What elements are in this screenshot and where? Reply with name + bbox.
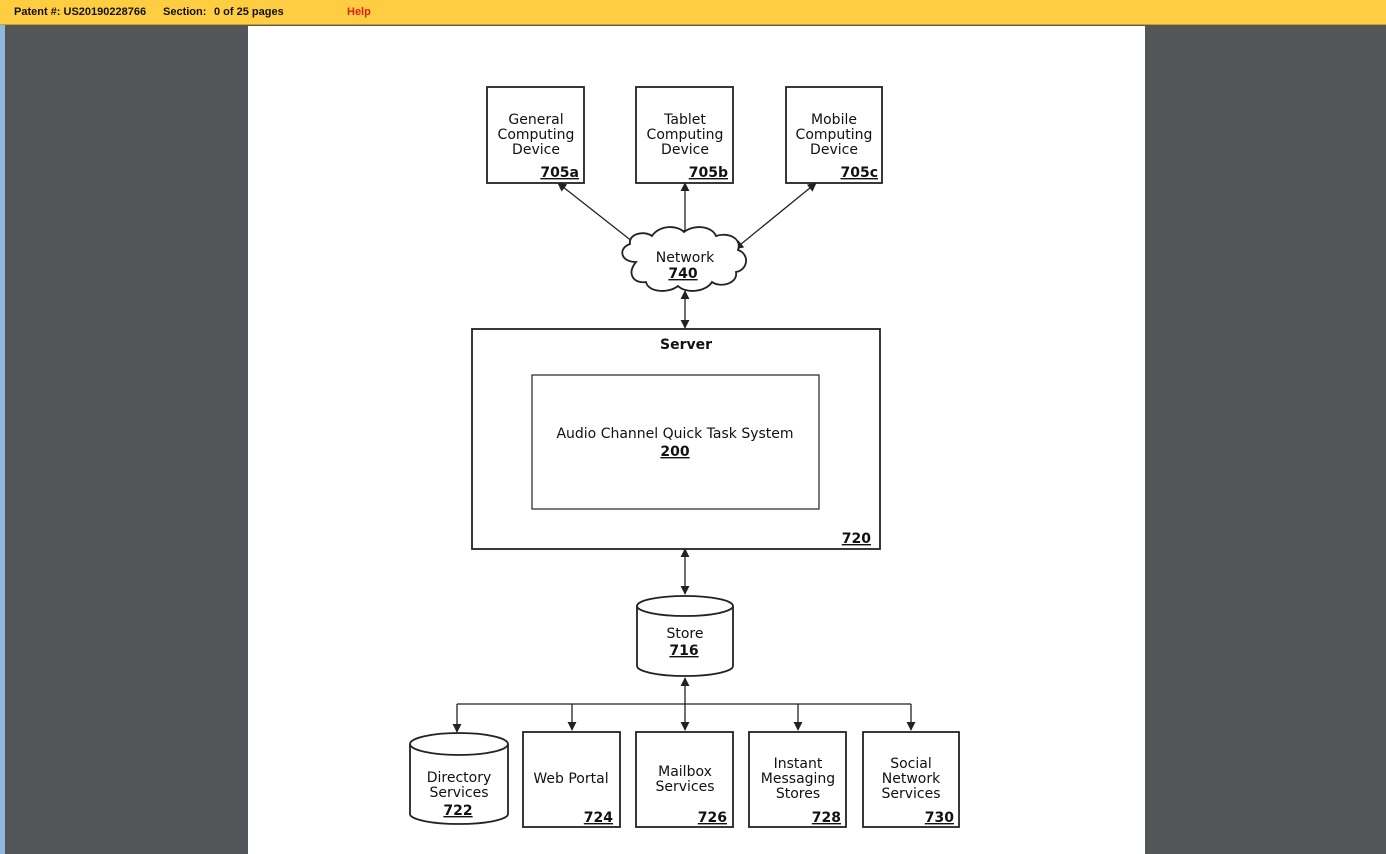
- service-instant-messaging: Instant Messaging Stores 728: [748, 731, 847, 828]
- device-label-line3: Device: [810, 142, 858, 158]
- system-ref: 200: [660, 444, 689, 460]
- service-directory: Directory Services 722: [409, 732, 509, 825]
- device-label-line3: Device: [512, 142, 560, 158]
- server-ref: 720: [842, 531, 871, 547]
- service-label-line3: Services: [881, 786, 940, 802]
- section-label: Section:: [163, 6, 207, 18]
- device-ref: 705a: [540, 165, 579, 181]
- service-mailbox: Mailbox Services 726: [635, 731, 734, 828]
- service-label-line2: Network: [882, 771, 941, 787]
- service-ref: 726: [698, 810, 727, 826]
- service-label-line2: Messaging: [761, 771, 835, 787]
- service-label-line3: Stores: [776, 786, 820, 802]
- help-link[interactable]: Help: [347, 6, 371, 18]
- audio-channel-system-box: Audio Channel Quick Task System 200: [531, 374, 820, 510]
- patent-diagram: General Computing Device 705a Tablet Com…: [409, 86, 960, 828]
- device-mobile-computing: Mobile Computing Device 705c: [785, 86, 883, 184]
- service-label-line1: Mailbox: [658, 764, 712, 780]
- store-cylinder: Store 716: [636, 595, 734, 677]
- server-box: Server 720 Audio Channel Quick Task Syst…: [471, 328, 881, 550]
- device-label-line1: Mobile: [811, 112, 857, 128]
- service-ref: 722: [443, 803, 472, 819]
- service-ref: 724: [584, 810, 613, 826]
- service-label-line1: Instant: [774, 756, 823, 772]
- device-tablet-computing: Tablet Computing Device 705b: [635, 86, 734, 184]
- device-ref: 705c: [840, 165, 878, 181]
- network-ref: 740: [668, 266, 697, 282]
- network-label: Network: [656, 250, 715, 266]
- device-label-line2: Computing: [647, 127, 724, 143]
- patent-number: Patent #: US20190228766: [14, 6, 147, 18]
- device-label-line2: Computing: [498, 127, 575, 143]
- service-label-line1: Web Portal: [533, 771, 608, 787]
- service-label-line2: Services: [655, 779, 714, 795]
- connector-device-c-network: [734, 182, 817, 250]
- section-value: 0 of 25 pages: [214, 6, 284, 18]
- service-label-line1: Directory: [427, 770, 492, 786]
- top-toolbar: Patent #: US20190228766 Section: 0 of 25…: [0, 0, 1386, 25]
- service-social-network: Social Network Services 730: [862, 731, 960, 828]
- store-ref: 716: [669, 643, 698, 659]
- left-edge-strip: [0, 0, 5, 854]
- device-label-line1: Tablet: [663, 112, 706, 128]
- service-label-line1: Social: [890, 756, 932, 772]
- service-label-line2: Services: [429, 785, 488, 801]
- service-ref: 728: [812, 810, 841, 826]
- document-page: General Computing Device 705a Tablet Com…: [248, 26, 1145, 854]
- system-label: Audio Channel Quick Task System: [556, 426, 793, 442]
- device-label-line2: Computing: [796, 127, 873, 143]
- device-ref: 705b: [689, 165, 728, 181]
- service-ref: 730: [925, 810, 954, 826]
- device-label-line1: General: [508, 112, 563, 128]
- service-web-portal: Web Portal 724: [522, 731, 621, 828]
- server-label: Server: [660, 337, 712, 353]
- device-general-computing: General Computing Device 705a: [486, 86, 585, 184]
- connector-device-a-network: [557, 182, 643, 250]
- network-cloud: Network 740: [621, 226, 747, 292]
- store-label: Store: [666, 626, 703, 642]
- device-label-line3: Device: [661, 142, 709, 158]
